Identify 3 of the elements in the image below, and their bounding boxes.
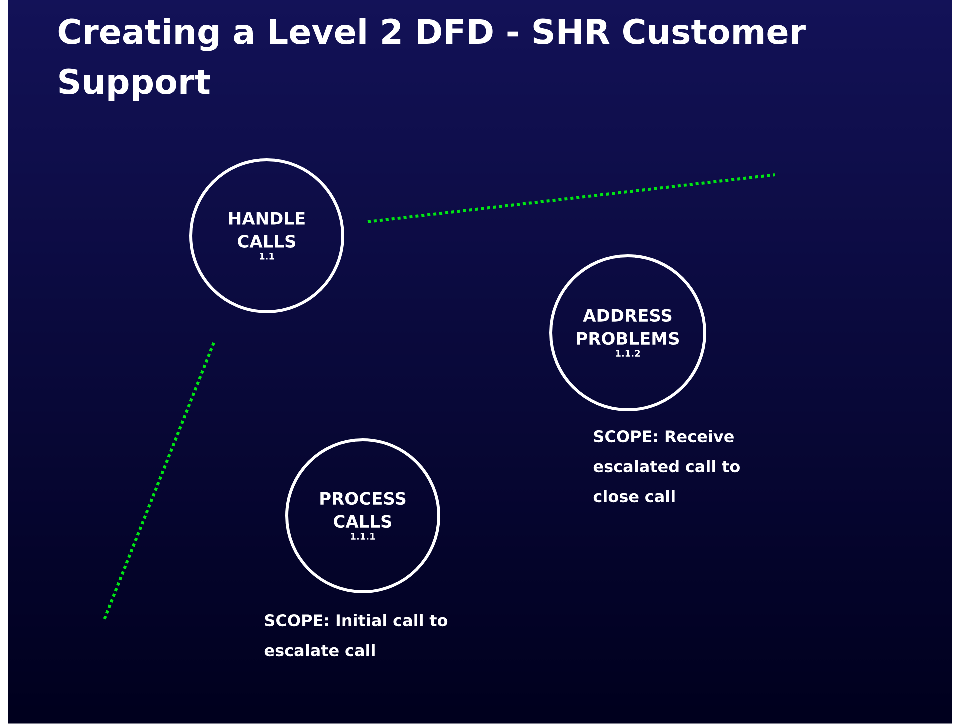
scope-text: SCOPE: Initial call to escalate call bbox=[264, 614, 448, 657]
title: Creating a Level 2 DFD - SHR Customer Support bbox=[58, 18, 806, 102]
scope-text: SCOPE: Receive escalated call to close call bbox=[594, 430, 740, 503]
